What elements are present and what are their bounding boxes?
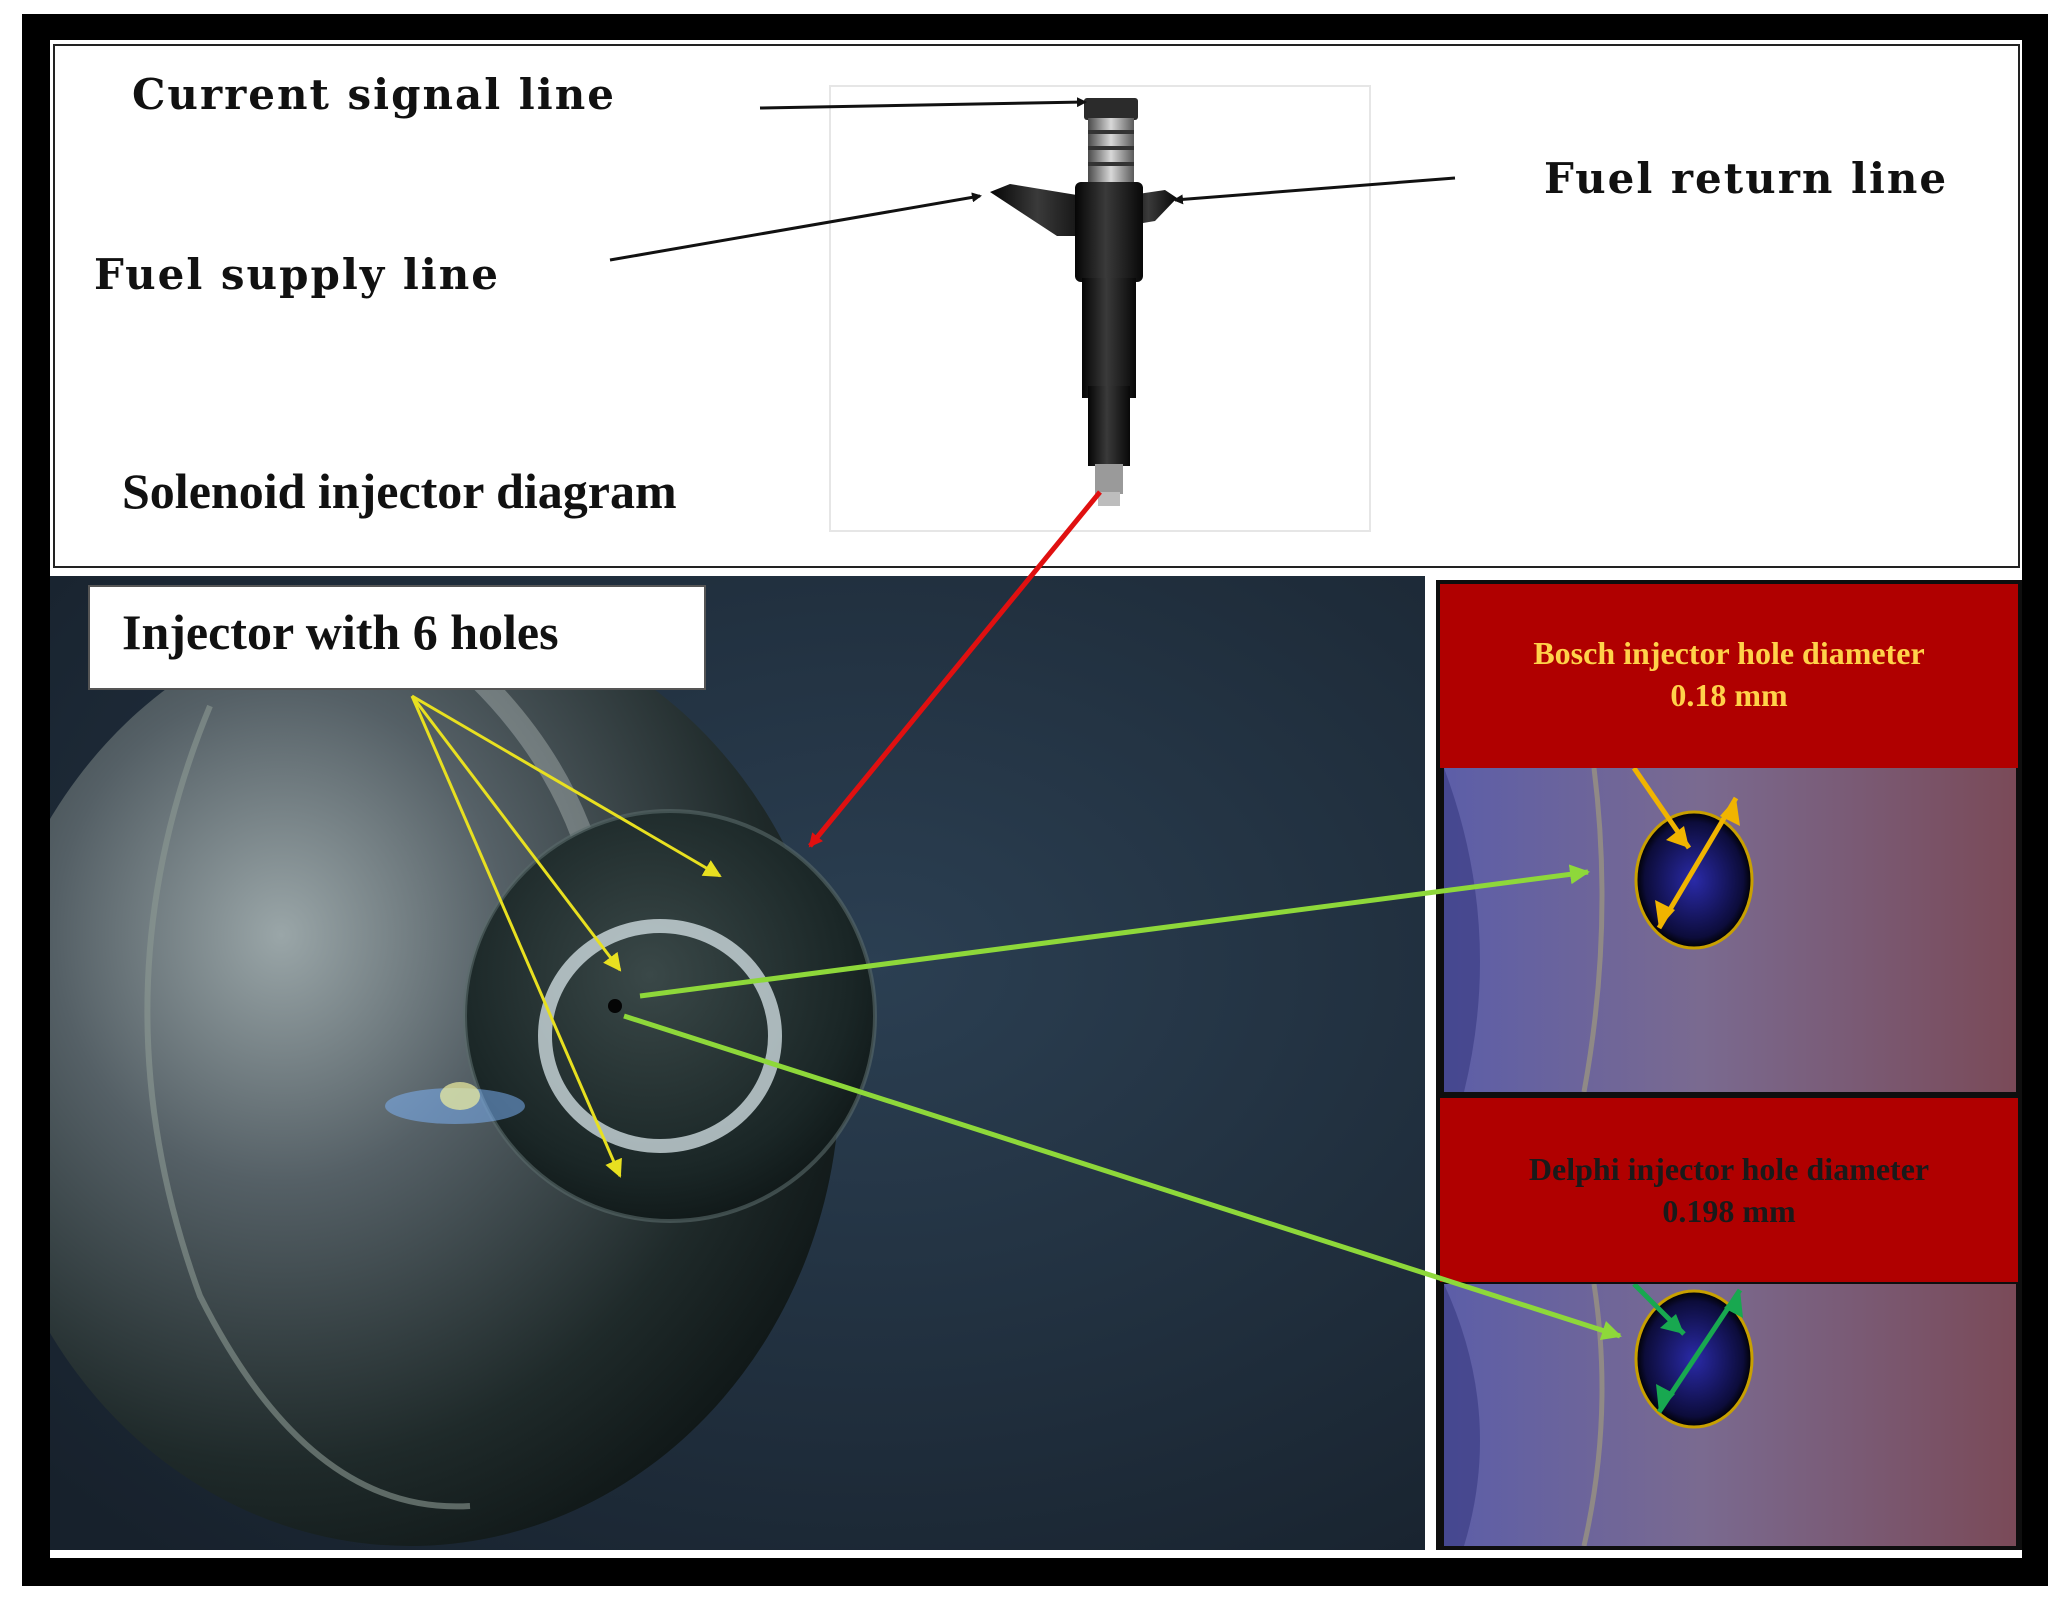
delphi-label-box: Delphi injector hole diameter 0.198 mm xyxy=(1440,1098,2018,1282)
bosch-hole-image xyxy=(1444,768,2016,1092)
injector-holes-caption: Injector with 6 holes xyxy=(122,603,559,661)
injector-body xyxy=(990,98,1177,506)
delphi-micrograph xyxy=(1444,1284,2016,1546)
delphi-hole-image xyxy=(1444,1284,2016,1546)
nozzle-micrograph xyxy=(50,576,1425,1550)
current-signal-line-label: Current signal line xyxy=(132,70,616,119)
bosch-value: 0.18 mm xyxy=(1440,674,2018,716)
fuel-return-line-label: Fuel return line xyxy=(1544,154,1948,203)
bosch-hole xyxy=(1636,812,1752,948)
nozzle-tip xyxy=(465,811,875,1221)
injector-tip-photo xyxy=(50,576,1425,1550)
fuel-return-arrow xyxy=(1175,178,1455,200)
solenoid-diagram-caption: Solenoid injector diagram xyxy=(122,462,677,520)
bosch-micrograph xyxy=(1444,768,2016,1092)
delphi-value: 0.198 mm xyxy=(1440,1190,2018,1232)
bosch-title: Bosch injector hole diameter xyxy=(1440,632,2018,674)
spray-hole xyxy=(608,999,622,1013)
current-signal-arrow xyxy=(760,102,1085,108)
fuel-supply-line-label: Fuel supply line xyxy=(94,250,500,299)
fuel-supply-arrow xyxy=(610,196,980,260)
bosch-label-box: Bosch injector hole diameter 0.18 mm xyxy=(1440,584,2018,768)
delphi-title: Delphi injector hole diameter xyxy=(1440,1148,2018,1190)
